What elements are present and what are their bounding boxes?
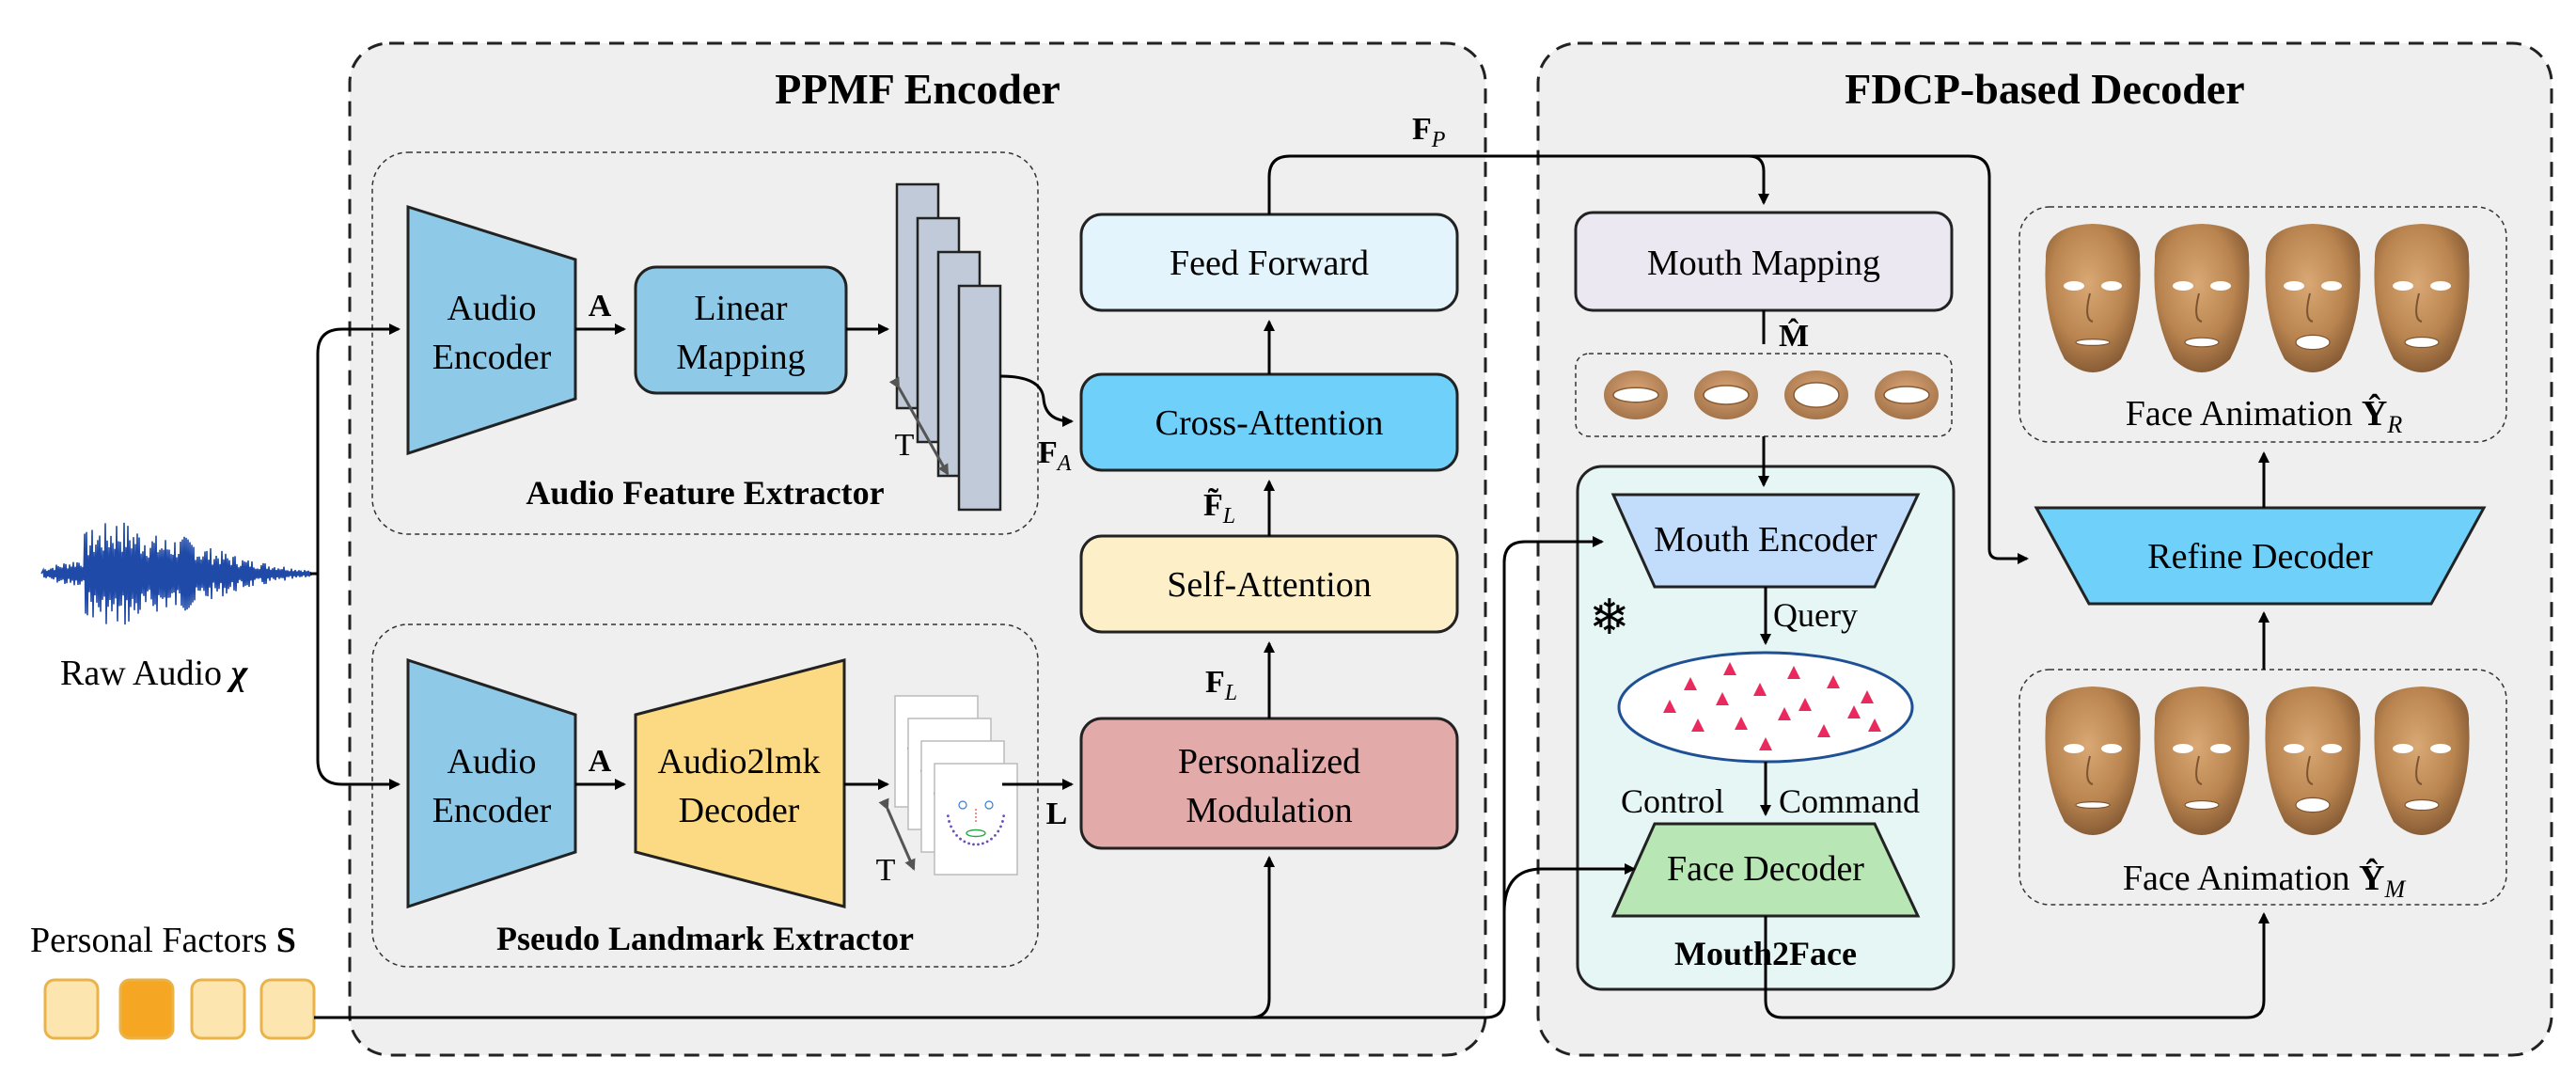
snowflake-icon: ❄ bbox=[1589, 590, 1630, 646]
a-symbol-bottom: A bbox=[589, 744, 612, 779]
face-render bbox=[2045, 224, 2141, 372]
t-label-bottom: T bbox=[876, 853, 896, 888]
control-point bbox=[1798, 698, 1812, 711]
self-attention-label: Self-Attention bbox=[1167, 565, 1371, 605]
audio2lmk-decoder-block bbox=[634, 658, 846, 908]
personal-factors-label: Personal Factors S bbox=[30, 921, 296, 960]
linear-mapping-line2: Mapping bbox=[676, 338, 805, 377]
audio-encoder-bottom-line1: Audio bbox=[448, 742, 537, 781]
face-animation-m-label: Face Animation ŶM bbox=[2123, 859, 2407, 903]
personal-factor-box bbox=[190, 978, 246, 1040]
personalized-modulation-line2: Modulation bbox=[1186, 791, 1352, 830]
personalized-modulation-line1: Personalized bbox=[1178, 742, 1360, 781]
face-decoder-block bbox=[1610, 822, 1921, 918]
control-point bbox=[1716, 692, 1729, 705]
audio-encoder-top-line2: Encoder bbox=[432, 338, 552, 377]
face-render bbox=[2154, 687, 2250, 835]
control-point bbox=[1759, 737, 1772, 750]
control-point bbox=[1735, 717, 1748, 730]
audio-encoder-bottom-line2: Encoder bbox=[432, 791, 552, 830]
ppmf-encoder-title: PPMF Encoder bbox=[775, 65, 1060, 113]
mouth-encoder-block bbox=[1610, 493, 1921, 589]
face-render bbox=[2374, 224, 2470, 372]
personal-factor-box bbox=[118, 978, 175, 1040]
audio-feature-extractor-label: Audio Feature Extractor bbox=[526, 474, 884, 512]
control-point bbox=[1778, 707, 1791, 720]
t-arrow-bottom bbox=[878, 797, 916, 871]
control-point bbox=[1861, 690, 1874, 703]
face-render bbox=[2265, 224, 2361, 372]
control-point bbox=[1817, 724, 1830, 737]
raw-audio-label: Raw Audio χ bbox=[60, 654, 249, 693]
query-label: Query bbox=[1773, 596, 1858, 634]
control-point bbox=[1723, 662, 1736, 675]
audio-split-line-bottom bbox=[316, 574, 401, 790]
face-row-r bbox=[2045, 224, 2470, 372]
audio-split-line bbox=[310, 324, 401, 576]
face-render bbox=[2374, 687, 2470, 835]
connectors bbox=[310, 154, 2270, 1019]
face-render bbox=[2265, 687, 2361, 835]
m-hat-label: M̂ bbox=[1779, 318, 1809, 354]
control-point bbox=[1753, 683, 1767, 696]
fp-label: FP bbox=[1412, 112, 1446, 152]
face-decoder-label: Face Decoder bbox=[1667, 849, 1864, 889]
control-point bbox=[1684, 677, 1697, 690]
waveform-trace bbox=[40, 522, 312, 625]
fdcp-decoder-title: FDCP-based Decoder bbox=[1845, 65, 2244, 113]
command-label: Command bbox=[1779, 782, 1920, 820]
personal-factor-box bbox=[43, 978, 100, 1040]
control-point-markers bbox=[1663, 662, 1881, 750]
mouth-mapping-label: Mouth Mapping bbox=[1647, 244, 1880, 283]
personal-factor-box bbox=[259, 978, 316, 1040]
f-tilde-l-label: F̃L bbox=[1203, 488, 1235, 529]
fl-label: FL bbox=[1205, 665, 1237, 705]
pseudo-landmark-extractor-label: Pseudo Landmark Extractor bbox=[496, 920, 914, 957]
linear-mapping-line1: Linear bbox=[694, 289, 788, 328]
control-point bbox=[1827, 675, 1840, 688]
audio-encoder-bottom-block bbox=[406, 657, 577, 909]
control-point bbox=[1663, 700, 1676, 713]
personal-factor-boxes bbox=[43, 978, 316, 1040]
fa-label: FA bbox=[1038, 435, 1072, 476]
face-render bbox=[2045, 687, 2141, 835]
raw-audio-waveform bbox=[40, 522, 312, 625]
audio2lmk-line1: Audio2lmk bbox=[657, 742, 820, 781]
audio2lmk-line2: Decoder bbox=[679, 791, 800, 830]
control-point bbox=[1868, 718, 1881, 732]
audio-encoder-top-block bbox=[406, 204, 577, 456]
mouth-encoder-label: Mouth Encoder bbox=[1654, 520, 1877, 560]
face-row-m bbox=[2045, 687, 2470, 835]
landmark-frame bbox=[934, 763, 1018, 876]
control-point bbox=[1691, 718, 1704, 732]
t-arrow-top bbox=[888, 376, 950, 476]
feed-forward-label: Feed Forward bbox=[1170, 244, 1369, 283]
face-animation-r-label: Face Animation ŶR bbox=[2126, 394, 2403, 438]
cross-attention-label: Cross-Attention bbox=[1155, 403, 1384, 443]
control-label: Control bbox=[1621, 782, 1724, 820]
mouth-strip bbox=[1604, 371, 1939, 419]
t-label-top: T bbox=[895, 428, 915, 463]
audio-encoder-top-line1: Audio bbox=[448, 289, 537, 328]
control-point bbox=[1847, 705, 1861, 718]
refine-decoder-label: Refine Decoder bbox=[2147, 537, 2373, 576]
l-symbol: L bbox=[1046, 797, 1068, 831]
a-symbol-top: A bbox=[589, 289, 612, 324]
landmark-frame-stack bbox=[894, 695, 1018, 876]
control-point bbox=[1787, 666, 1800, 679]
refine-decoder-block bbox=[2034, 506, 2487, 606]
face-render bbox=[2154, 224, 2250, 372]
